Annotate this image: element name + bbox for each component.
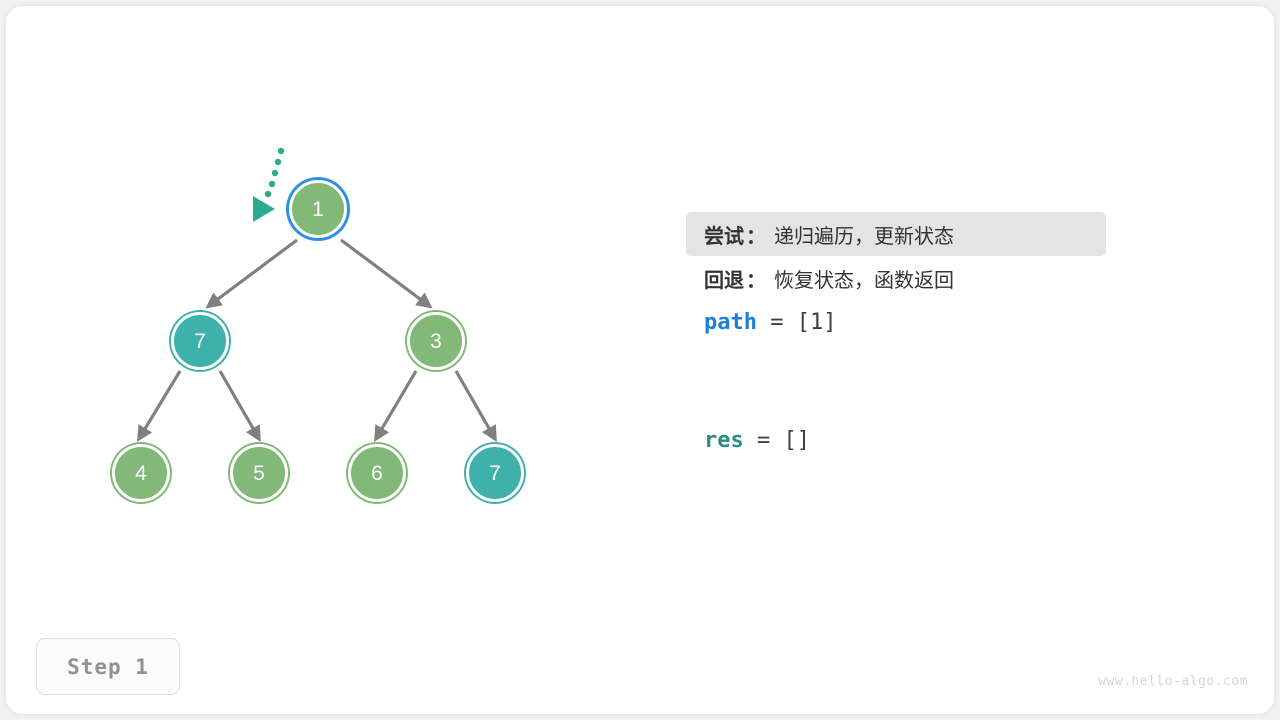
tree-node-label: 4 [135,461,147,485]
site-watermark: www.hello-algo.com [1098,674,1248,689]
info-row-backtrack-separator: ： [746,269,766,292]
variable-value-path: = [1] [756,309,837,335]
edge-root-to-3 [340,238,433,309]
info-row-try-key: 尝试 [704,225,744,248]
binary-tree-diagram: 1 7 3 4 5 6 7 [112,147,524,502]
recursion-pointer [253,147,285,222]
info-row-backtrack-key: 回退 [704,269,744,292]
tree-node-label: 7 [194,329,206,353]
step-badge-label: Step 1 [67,654,149,679]
tree-node-leaf-5[interactable]: 5 [230,444,288,502]
tree-node-label: 1 [312,197,324,221]
tree-node-leaf-6[interactable]: 6 [348,444,406,502]
tree-edges [137,238,497,442]
variable-value-res: = [] [743,427,810,453]
variable-row-res: res = [] [686,418,1106,462]
variable-name-res: res [704,427,744,453]
info-row-backtrack-value: 恢复状态，函数返回 [774,269,954,292]
tree-node-left-7[interactable]: 7 [171,312,229,370]
tree-node-right-3[interactable]: 3 [407,312,465,370]
tree-node-label: 6 [371,461,383,485]
algorithm-state-panel: 尝试： 递归遍历，更新状态 回退： 恢复状态，函数返回 path = [1] res… [686,212,1106,462]
edge-7-to-5 [218,370,261,442]
step-badge: Step 1 [36,638,180,695]
edge-7-to-4 [137,370,182,442]
watermark-text: www.hello-algo.com [1098,674,1248,689]
info-row-try-value: 递归遍历，更新状态 [774,225,954,248]
tree-node-label: 3 [430,329,442,353]
tree-node-label: 5 [253,461,265,485]
panel-spacer [686,344,1106,418]
tree-node-leaf-4[interactable]: 4 [112,444,170,502]
variable-row-path: path = [1] [686,300,1106,344]
edge-root-to-7 [205,238,298,309]
variable-name-path: path [704,309,757,335]
edge-3-to-6 [374,370,418,442]
info-row-backtrack: 回退： 恢复状态，函数返回 [686,256,1106,300]
pointer-triangle [253,196,275,222]
info-row-try: 尝试： 递归遍历，更新状态 [686,212,1106,256]
edge-3-to-7 [454,370,497,442]
tree-node-label: 7 [489,461,501,485]
tree-node-root[interactable]: 1 [289,180,347,238]
tree-node-leaf-7[interactable]: 7 [466,444,524,502]
pointer-dotted-trail [264,147,285,198]
info-row-try-separator: ： [746,225,766,248]
